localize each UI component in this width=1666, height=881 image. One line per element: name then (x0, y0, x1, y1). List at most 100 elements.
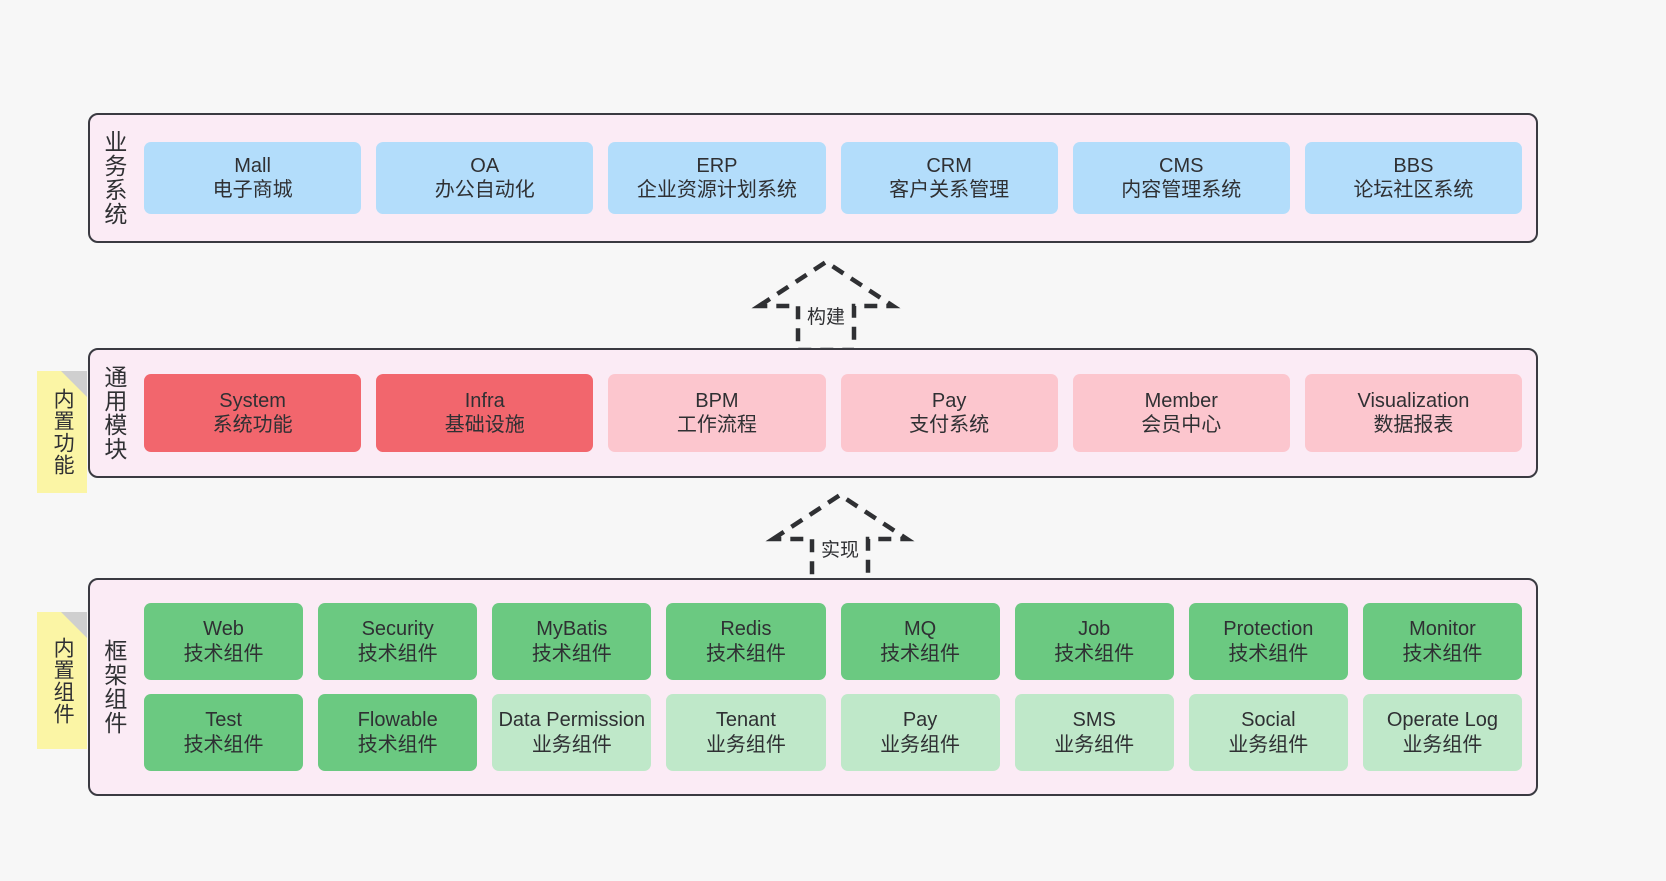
arrow-implement: 实现 (765, 491, 915, 586)
card-operate-log[interactable]: Operate Log 业务组件 (1362, 694, 1522, 771)
card-system-name: System (219, 389, 286, 412)
card-web-name: Web (203, 618, 244, 641)
business-card-row: Mall 电子商城 OA 办公自动化 ERP 企业资源计划系统 CRM 客户关系… (144, 142, 1523, 214)
card-pay-module-name: Pay (931, 389, 967, 412)
card-protection[interactable]: Protection 技术组件 (1188, 603, 1348, 680)
card-protection-name: Protection (1223, 618, 1314, 641)
card-sms[interactable]: SMS 业务组件 (1014, 694, 1174, 771)
card-test-name: Test (205, 709, 242, 732)
card-member-desc: 会员中心 (1141, 414, 1222, 436)
card-oa-name: OA (470, 154, 500, 177)
card-job-desc: 技术组件 (1054, 642, 1135, 665)
layer-business-system: 业务系统 Mall 电子商城 OA 办公自动化 ERP 企业资源计划系统 CRM… (88, 113, 1538, 243)
card-mall[interactable]: Mall 电子商城 (144, 142, 362, 214)
card-sms-desc: 业务组件 (1054, 733, 1135, 756)
framework-card-row-1: Web 技术组件 Security 技术组件 MyBatis 技术组件 Redi… (144, 603, 1522, 680)
card-mybatis[interactable]: MyBatis 技术组件 (492, 603, 652, 680)
card-security-name: Security (361, 618, 434, 641)
card-operate-log-name: Operate Log (1386, 709, 1499, 732)
note-builtin-function: 内置功能 (37, 371, 87, 493)
card-flowable-name: Flowable (357, 709, 438, 732)
card-redis[interactable]: Redis 技术组件 (666, 603, 826, 680)
card-test-desc: 技术组件 (183, 733, 264, 756)
card-bpm-name: BPM (695, 389, 739, 412)
card-member-name: Member (1144, 389, 1218, 412)
card-flowable-desc: 技术组件 (357, 733, 438, 756)
card-mq-name: MQ (903, 618, 937, 641)
card-bbs-desc: 论坛社区系统 (1353, 179, 1474, 201)
card-mq[interactable]: MQ 技术组件 (840, 603, 1000, 680)
card-tenant-desc: 业务组件 (705, 733, 786, 756)
card-erp-desc: 企业资源计划系统 (636, 179, 797, 201)
card-data-permission-name: Data Permission (498, 709, 646, 732)
card-bpm[interactable]: BPM 工作流程 (608, 374, 826, 452)
card-flowable[interactable]: Flowable 技术组件 (318, 694, 478, 771)
layer-common-label: 通用模块 (100, 365, 127, 461)
card-pay-module[interactable]: Pay 支付系统 (840, 374, 1058, 452)
card-member[interactable]: Member 会员中心 (1072, 374, 1290, 452)
card-social[interactable]: Social 业务组件 (1188, 694, 1348, 771)
card-system[interactable]: System 系统功能 (144, 374, 362, 452)
card-visualization-desc: 数据报表 (1373, 414, 1454, 436)
card-redis-desc: 技术组件 (705, 642, 786, 665)
card-erp[interactable]: ERP 企业资源计划系统 (608, 142, 826, 214)
card-social-name: Social (1241, 709, 1296, 732)
card-pay-component-desc: 业务组件 (880, 733, 961, 756)
card-visualization[interactable]: Visualization 数据报表 (1304, 374, 1523, 452)
card-infra[interactable]: Infra 基础设施 (376, 374, 594, 452)
card-erp-name: ERP (696, 154, 738, 177)
card-mybatis-desc: 技术组件 (531, 642, 612, 665)
note-builtin-component: 内置组件 (37, 612, 87, 749)
card-crm-name: CRM (926, 154, 972, 177)
card-cms-desc: 内容管理系统 (1121, 179, 1242, 201)
card-security-desc: 技术组件 (357, 642, 438, 665)
card-web-desc: 技术组件 (183, 642, 264, 665)
card-sms-name: SMS (1072, 709, 1116, 732)
card-social-desc: 业务组件 (1228, 733, 1309, 756)
card-cms[interactable]: CMS 内容管理系统 (1072, 142, 1290, 214)
card-tenant[interactable]: Tenant 业务组件 (666, 694, 826, 771)
card-bbs-name: BBS (1393, 154, 1434, 177)
card-cms-name: CMS (1159, 154, 1204, 177)
card-oa-desc: 办公自动化 (434, 179, 535, 201)
card-job[interactable]: Job 技术组件 (1014, 603, 1174, 680)
arrow-build-label: 构建 (806, 307, 845, 328)
card-job-name: Job (1078, 618, 1111, 641)
note-builtin-function-label: 内置功能 (51, 388, 75, 476)
card-monitor[interactable]: Monitor 技术组件 (1362, 603, 1522, 680)
card-test[interactable]: Test 技术组件 (144, 694, 304, 771)
card-pay-component-name: Pay (902, 709, 938, 732)
layer-framework-component: 框架组件 Web 技术组件 Security 技术组件 MyBatis 技术组件… (88, 578, 1538, 796)
card-web[interactable]: Web 技术组件 (144, 603, 304, 680)
card-monitor-desc: 技术组件 (1402, 642, 1483, 665)
card-pay-module-desc: 支付系统 (909, 414, 990, 436)
card-bbs[interactable]: BBS 论坛社区系统 (1304, 142, 1523, 214)
card-operate-log-desc: 业务组件 (1402, 733, 1483, 756)
card-protection-desc: 技术组件 (1228, 642, 1309, 665)
card-data-permission[interactable]: Data Permission 业务组件 (492, 694, 652, 771)
common-card-row: System 系统功能 Infra 基础设施 BPM 工作流程 Pay 支付系统… (144, 374, 1523, 452)
layer-common-body: System 系统功能 Infra 基础设施 BPM 工作流程 Pay 支付系统… (136, 350, 1536, 476)
card-oa[interactable]: OA 办公自动化 (376, 142, 594, 214)
card-mall-name: Mall (234, 154, 271, 177)
card-pay-component[interactable]: Pay 业务组件 (840, 694, 1000, 771)
card-security[interactable]: Security 技术组件 (318, 603, 478, 680)
card-redis-name: Redis (720, 618, 772, 641)
card-crm[interactable]: CRM 客户关系管理 (840, 142, 1058, 214)
note-builtin-component-label: 内置组件 (51, 636, 75, 725)
note-fold-icon (61, 612, 87, 638)
card-monitor-name: Monitor (1409, 618, 1476, 641)
card-system-desc: 系统功能 (212, 414, 293, 436)
card-tenant-name: Tenant (715, 709, 776, 732)
layer-business-label: 业务系统 (100, 130, 127, 226)
arrow-build: 构建 (751, 258, 901, 353)
layer-business-body: Mall 电子商城 OA 办公自动化 ERP 企业资源计划系统 CRM 客户关系… (136, 115, 1536, 241)
arrow-implement-label: 实现 (820, 540, 859, 561)
layer-common-module: 通用模块 System 系统功能 Infra 基础设施 BPM 工作流程 Pay… (88, 348, 1538, 478)
layer-framework-label: 框架组件 (100, 639, 127, 735)
card-crm-desc: 客户关系管理 (889, 179, 1010, 201)
layer-framework-body: Web 技术组件 Security 技术组件 MyBatis 技术组件 Redi… (136, 580, 1536, 794)
card-mall-desc: 电子商城 (212, 179, 293, 201)
card-bpm-desc: 工作流程 (676, 414, 757, 436)
